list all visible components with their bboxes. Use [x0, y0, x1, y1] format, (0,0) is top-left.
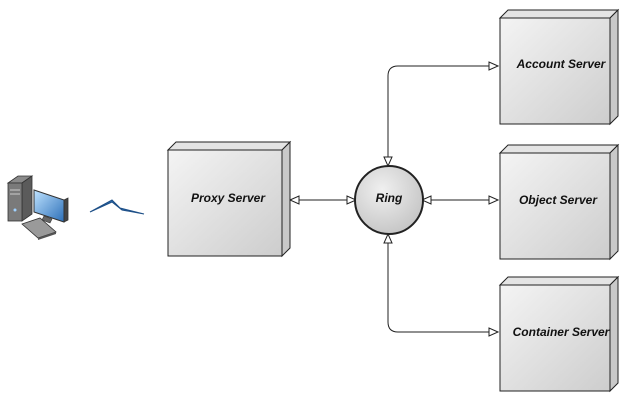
connector-ring-account	[383, 61, 500, 168]
connector-ring-container	[383, 232, 500, 337]
ring-node: Ring	[354, 165, 424, 235]
proxy-server-label: Proxy Server	[191, 191, 266, 205]
proxy-server-node: Proxy Server	[166, 140, 292, 258]
container-server-label: Container Server	[513, 325, 611, 339]
lightning-link-icon	[89, 199, 145, 215]
connector-ring-object	[420, 195, 500, 205]
ring-label: Ring	[376, 191, 403, 205]
account-server-node: Account Server	[498, 8, 620, 126]
object-server-label: Object Server	[519, 193, 598, 207]
container-server-node: Container Server	[498, 275, 620, 393]
object-server-node: Object Server	[498, 143, 620, 261]
account-server-label: Account Server	[516, 57, 607, 71]
connector-proxy-ring	[288, 195, 358, 205]
desktop-computer-icon	[6, 175, 69, 240]
